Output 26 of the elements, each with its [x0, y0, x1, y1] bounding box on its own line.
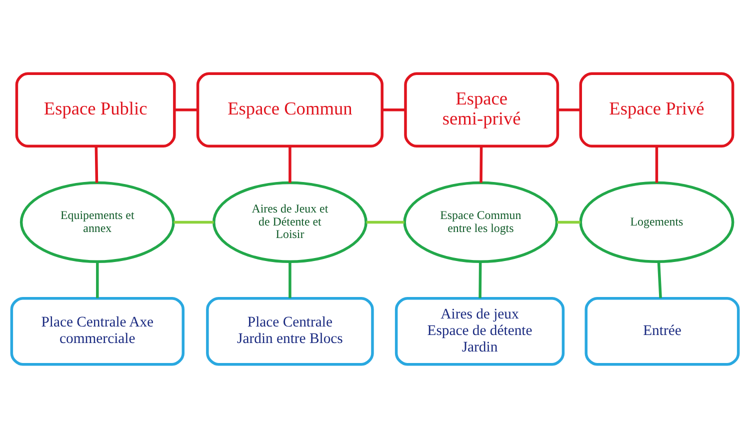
connector: [174, 220, 214, 224]
connector: [96, 262, 99, 298]
node-box: Place Centrale Jardin entre Blocs: [206, 296, 374, 366]
connector: [366, 220, 404, 224]
node-box: Espace semi-privé: [404, 72, 560, 148]
connector: [657, 262, 662, 298]
connector: [478, 262, 482, 298]
node-box: Place Centrale Axe commerciale: [10, 296, 184, 366]
connector: [288, 146, 292, 183]
connector: [558, 108, 580, 112]
node-box: Aires de jeux Espace de détente Jardin: [394, 296, 565, 366]
node-box: Espace Commun: [196, 72, 384, 148]
node-ellipse: Espace Commun entre les logts: [403, 181, 558, 263]
node-ellipse: Logements: [579, 181, 734, 263]
node-box: Espace Privé: [579, 72, 734, 148]
node-ellipse: Aires de Jeux et de Détente et Loisir: [212, 181, 368, 263]
connector: [480, 146, 483, 183]
node-box: Espace Public: [15, 72, 176, 148]
connector: [94, 146, 98, 183]
node-box: Entrée: [584, 296, 740, 366]
connector: [174, 108, 198, 112]
connector: [655, 146, 658, 183]
connector: [382, 108, 406, 112]
connector: [288, 262, 292, 298]
connector: [557, 220, 580, 224]
node-ellipse: Equipements et annex: [20, 181, 175, 263]
